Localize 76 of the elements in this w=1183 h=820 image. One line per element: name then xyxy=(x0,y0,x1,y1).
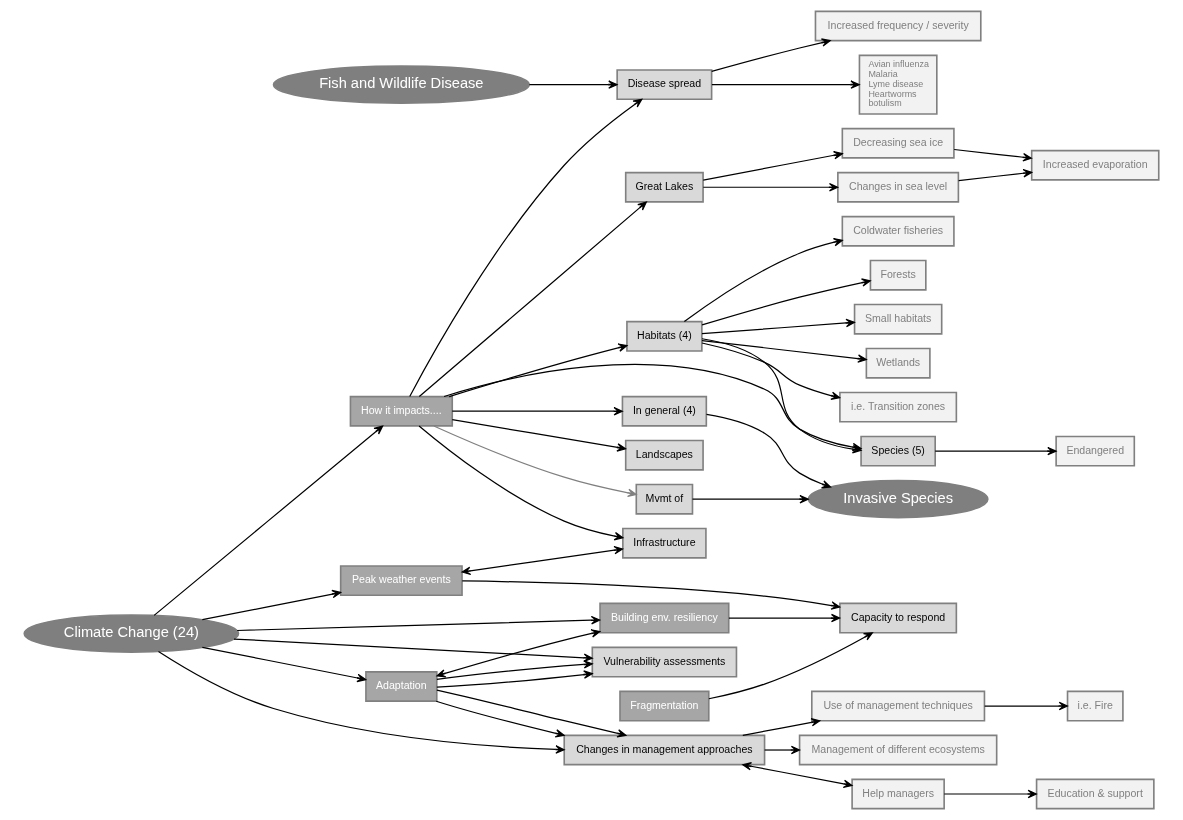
node-box: Great Lakes xyxy=(624,171,704,203)
arrow xyxy=(683,238,843,323)
arrow xyxy=(461,580,841,610)
arrow xyxy=(157,650,565,754)
node-box: Disease spread xyxy=(616,69,713,101)
node-box: Decreasing sea ice xyxy=(841,127,955,159)
node-box: Increased evaporation xyxy=(1030,149,1160,181)
arrow xyxy=(958,169,1033,182)
arrow xyxy=(701,278,871,326)
node-box: i.e. Transition zones xyxy=(839,391,958,423)
node-box: Help managers xyxy=(851,778,945,810)
node-box: Infrastructure xyxy=(622,527,707,559)
node-box: Use of management techniques xyxy=(811,690,986,722)
arrow xyxy=(201,589,342,621)
node-box: Management of different ecosystems xyxy=(798,734,998,766)
node-box: Adaptation xyxy=(365,671,438,702)
arrow xyxy=(764,745,801,755)
arrow xyxy=(233,638,593,663)
arrow xyxy=(742,762,853,789)
node-box: Mvmt of xyxy=(635,483,694,515)
arrow xyxy=(435,700,565,738)
arrow xyxy=(451,406,623,416)
node-box: Landscapes xyxy=(624,439,704,471)
arrow xyxy=(528,80,618,89)
arrow xyxy=(436,689,627,738)
node-box: Changes in sea level xyxy=(837,171,960,203)
arrow xyxy=(436,670,593,688)
arrow xyxy=(409,98,643,398)
node-box: Wetlands xyxy=(865,347,931,379)
node-box: Coldwater fisheries xyxy=(841,215,955,247)
arrow xyxy=(461,545,624,576)
arrow xyxy=(433,425,637,498)
node-box: Forests xyxy=(869,259,927,291)
node-box: In general (4) xyxy=(621,395,708,427)
arrow xyxy=(236,615,601,632)
arrow xyxy=(742,718,821,736)
arrow xyxy=(418,201,647,398)
arrow xyxy=(728,613,841,623)
node-box: Education & support xyxy=(1035,778,1155,810)
node-box: Vulnerability assessments xyxy=(591,646,738,678)
node-box: How it impacts.... xyxy=(349,395,454,427)
node-box: Fragmentation xyxy=(619,690,710,722)
arrow xyxy=(448,343,628,398)
arrow xyxy=(984,701,1068,711)
arrow xyxy=(153,425,384,616)
node-box: Species (5) xyxy=(860,435,936,467)
arrow xyxy=(436,660,593,680)
arrow xyxy=(691,494,809,504)
arrow xyxy=(451,419,627,452)
arrow xyxy=(934,446,1057,456)
node-box: Endangered xyxy=(1055,435,1136,467)
node-box: i.e. Fire xyxy=(1066,690,1124,722)
arrow xyxy=(705,413,832,489)
arrow xyxy=(708,632,874,700)
node-ellipse: Climate Change (24) xyxy=(23,614,240,653)
arrow xyxy=(701,342,841,400)
node-box: Building env. resiliency xyxy=(599,602,730,634)
node-box: Habitats (4) xyxy=(626,320,703,352)
arrow xyxy=(711,38,831,72)
arrow xyxy=(702,151,843,181)
arrow xyxy=(701,318,855,335)
arrow xyxy=(701,339,867,363)
node-ellipse: Fish and Wildlife Disease xyxy=(272,65,530,104)
arrow xyxy=(436,629,601,678)
node-box: Avian influenza Malaria Lyme disease Heartworms botulism xyxy=(858,54,938,115)
arrow xyxy=(953,148,1032,162)
arrow xyxy=(711,80,860,89)
node-box: Peak weather events xyxy=(339,565,463,597)
node-box: Small habitats xyxy=(853,303,943,335)
arrow xyxy=(702,183,839,192)
arrow xyxy=(943,789,1037,799)
node-box: Capacity to respond xyxy=(839,602,958,634)
node-box: Changes in management approaches xyxy=(563,734,766,766)
node-box: Increased frequency / severity xyxy=(814,10,982,42)
arrow xyxy=(418,425,624,541)
arrow xyxy=(201,646,367,683)
